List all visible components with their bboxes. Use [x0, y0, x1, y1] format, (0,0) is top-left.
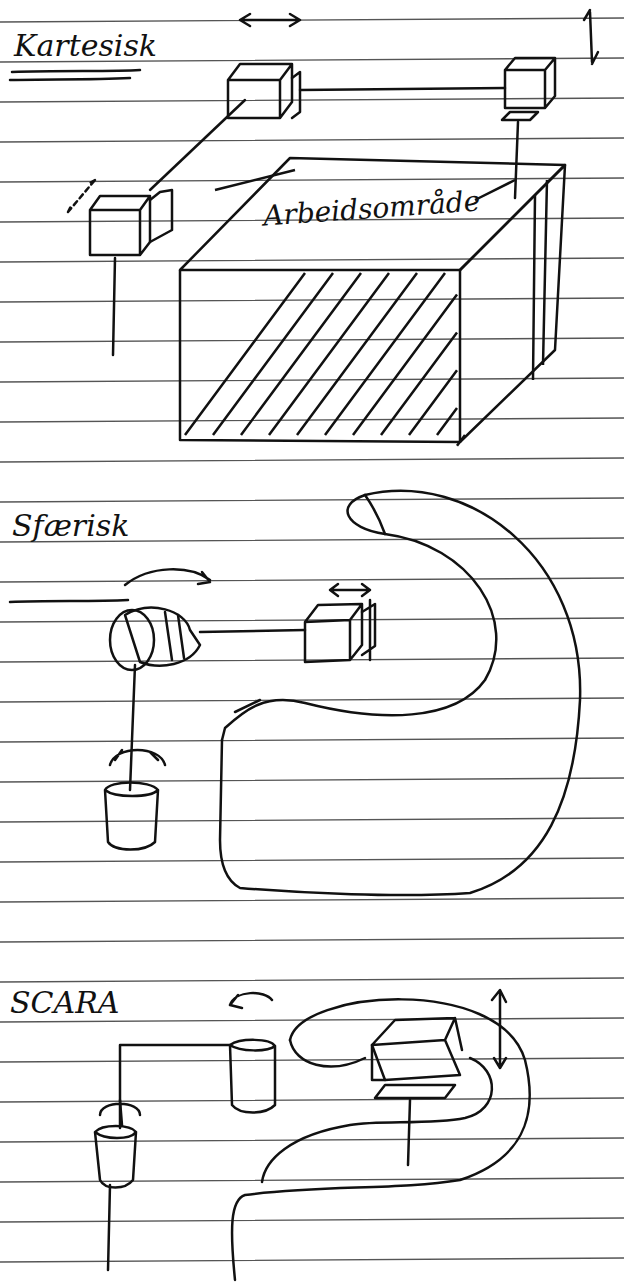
section-heading: SCARA	[10, 985, 119, 1020]
scara-robot	[95, 990, 530, 1280]
box-label: Arbeidsområde	[262, 184, 481, 232]
section-heading: Kartesisk	[14, 28, 157, 63]
work-area-box: Arbeidsområde	[175, 150, 575, 455]
heading-underlines	[10, 70, 140, 602]
spherical-robot	[105, 491, 580, 895]
section-heading: Sfærisk	[12, 508, 129, 543]
ruled-lines	[0, 18, 624, 1262]
